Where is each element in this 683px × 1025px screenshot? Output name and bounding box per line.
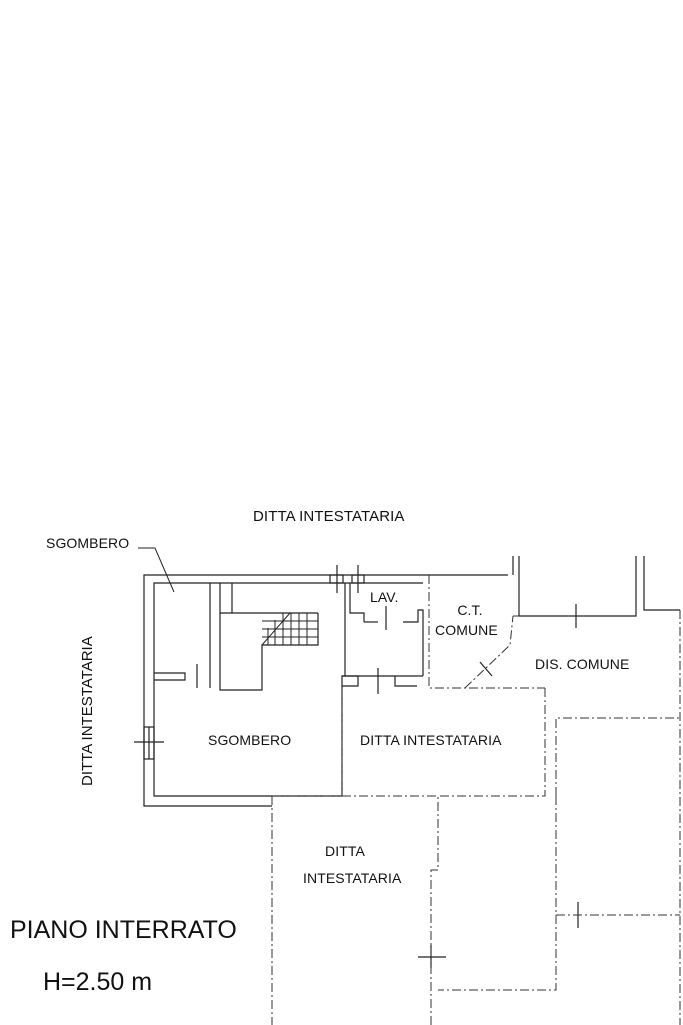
label-comune: COMUNE <box>435 622 498 638</box>
label-top-ditta-intestataria: DITTA INTESTATARIA <box>253 508 405 525</box>
floor-title: PIANO INTERRATO <box>10 916 237 944</box>
label-ct: C.T. <box>457 602 483 618</box>
floor-height: H=2.50 m <box>43 968 153 996</box>
label-sgombero-small: SGOMBERO <box>46 535 130 551</box>
label-ditta-bottom: DITTA <box>325 843 365 859</box>
label-ditta-intestataria-mid: DITTA INTESTATARIA <box>360 732 502 748</box>
stair-treads <box>261 612 318 646</box>
door-ticks <box>134 565 579 968</box>
label-intestataria-bottom: INTESTATARIA <box>303 870 402 886</box>
solid-walls <box>143 556 680 807</box>
label-lav: LAV. <box>370 589 399 605</box>
label-sgombero-main: SGOMBERO <box>208 732 292 748</box>
label-side-ditta-intestataria: DITTA INTESTATARIA <box>79 636 96 786</box>
dashed-boundaries <box>271 575 681 1025</box>
label-dis-comune: DIS. COMUNE <box>535 656 630 672</box>
